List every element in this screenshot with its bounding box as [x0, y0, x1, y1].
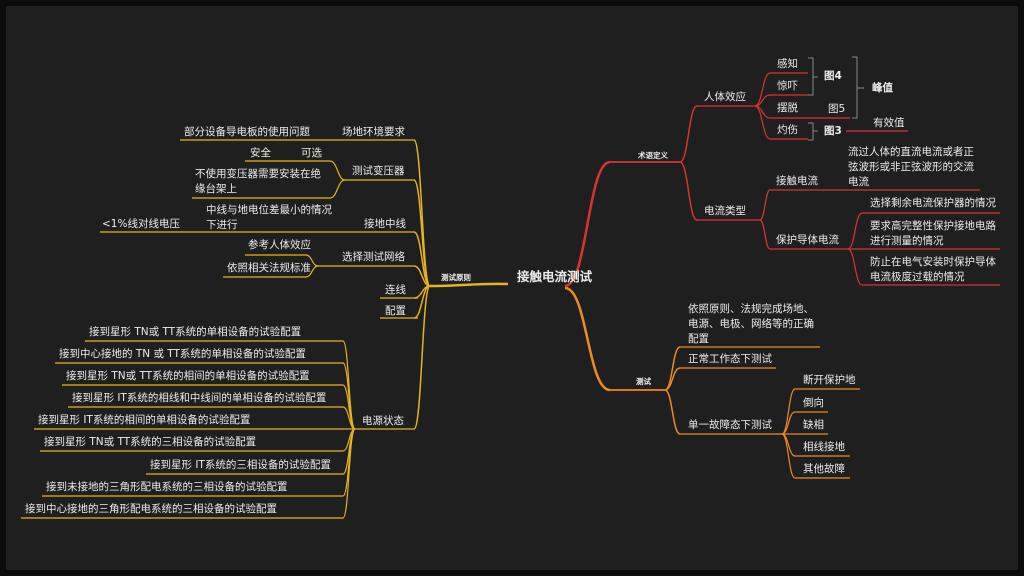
- connector: [413, 285, 431, 430]
- node-power-config[interactable]: 接到星形 IT系统的相线和中线间的单相设备的试验配置: [72, 392, 327, 404]
- node-wiring[interactable]: 连线: [385, 284, 406, 296]
- node-fault-reverse[interactable]: 倒向: [803, 397, 824, 409]
- connector: [664, 367, 681, 391]
- node-network[interactable]: 选择测试网络: [342, 251, 405, 263]
- node-power-config[interactable]: 接到星形 TN或 TT系统的三相设备的试验配置: [44, 436, 257, 448]
- node-normal-test[interactable]: 正常工作态下测试: [688, 353, 772, 365]
- label-fig3: 图3: [824, 125, 842, 137]
- connector: [413, 231, 431, 287]
- node-power-config[interactable]: 接到中心接地的三角形配电系统的三相设备的试验配置: [25, 503, 277, 515]
- node-network-standard[interactable]: 依照相关法规标准: [227, 262, 311, 274]
- topic-test[interactable]: 测试: [636, 377, 651, 386]
- node-power-config[interactable]: 接到星形 TN或 TT系统的相间的单相设备的试验配置: [66, 370, 310, 382]
- connector: [305, 265, 319, 278]
- connector: [759, 189, 771, 221]
- node-pe-overload[interactable]: 防止在电气安装时保护导体电流极度过载的情况: [870, 256, 996, 283]
- node-fault-phase-earth[interactable]: 相线接地: [803, 441, 845, 453]
- node-power-config[interactable]: 接到星形 TN或 TT系统的单相设备的试验配置: [89, 326, 302, 338]
- topic-principles[interactable]: 测试原则: [441, 273, 471, 282]
- node-safe[interactable]: 安全: [250, 147, 271, 159]
- node-power-config[interactable]: 接到星形 IT系统的三相设备的试验配置: [150, 459, 331, 471]
- node-config[interactable]: 依照原则、法规完成场地、电源、电极、网络等的正确配置: [688, 303, 814, 345]
- connector: [781, 433, 796, 479]
- touch-current-desc: 流过人体的直流电流或者正弦波形或非正弦波形的交流电流: [848, 146, 974, 188]
- connector: [429, 282, 509, 288]
- connector: [754, 105, 771, 140]
- label-optional: 可选: [301, 147, 322, 159]
- node-startle[interactable]: 惊吓: [777, 80, 798, 92]
- connector: [781, 388, 796, 435]
- connector: [679, 161, 698, 221]
- node-no-transformer[interactable]: 不使用变压器需要安装在绝缘台架上: [195, 168, 321, 195]
- connector: [413, 139, 431, 287]
- node-body-effect[interactable]: 人体效应: [704, 91, 746, 103]
- node-power-config[interactable]: 接到中心接地的 TN 或 TT系统的单相设备的试验配置: [59, 348, 306, 360]
- node-power[interactable]: 电源状态: [362, 415, 404, 427]
- node-setup[interactable]: 配置: [385, 305, 406, 317]
- node-burn[interactable]: 灼伤: [777, 124, 798, 136]
- node-network-body[interactable]: 参考人体效应: [248, 239, 311, 251]
- node-neutral[interactable]: 接地中线: [364, 218, 406, 230]
- connector: [413, 285, 431, 319]
- node-power-config[interactable]: 接到星形 IT系统的相间的单相设备的试验配置: [38, 414, 251, 426]
- bracket: [808, 122, 818, 141]
- node-fault-phase-loss[interactable]: 缺相: [803, 419, 824, 431]
- connector: [781, 411, 796, 435]
- node-current-type[interactable]: 电流类型: [704, 205, 746, 217]
- label-peak: 峰值: [872, 82, 893, 94]
- node-touch-current[interactable]: 接触电流: [776, 175, 818, 187]
- node-pe-current[interactable]: 保护导体电流: [776, 234, 839, 246]
- label-fig4: 图4: [824, 70, 842, 82]
- connector: [329, 179, 346, 199]
- node-perception[interactable]: 感知: [777, 58, 798, 70]
- bracket: [808, 57, 818, 96]
- connector: [847, 248, 863, 286]
- connector: [679, 105, 698, 163]
- bracket: [852, 56, 864, 119]
- node-power-config[interactable]: 接到未接地的三角形配电系统的三相设备的试验配置: [46, 481, 288, 493]
- node-fault-pe-open[interactable]: 断开保护地: [803, 374, 856, 386]
- connector: [564, 286, 611, 392]
- connector: [759, 219, 771, 250]
- connector: [342, 406, 356, 430]
- connector: [329, 160, 346, 181]
- node-transformer[interactable]: 测试变压器: [352, 165, 405, 177]
- node-site[interactable]: 场地环境要求: [342, 126, 405, 138]
- label-fig5: 图5: [828, 103, 846, 115]
- connector: [754, 72, 771, 107]
- label-rms: 有效值: [873, 117, 905, 129]
- connector: [847, 212, 863, 250]
- node-let-go[interactable]: 摆脱: [777, 102, 798, 114]
- connector: [664, 389, 681, 435]
- topic-definitions[interactable]: 术语定义: [638, 151, 668, 160]
- node-fault-other[interactable]: 其他故障: [803, 463, 845, 475]
- central-topic[interactable]: 接触电流测试: [517, 269, 593, 284]
- mindmap-canvas: [6, 6, 1018, 570]
- connector: [342, 428, 356, 519]
- connector: [413, 179, 431, 287]
- neutral-condition: 中线与地电位差最小的情况下进行: [206, 204, 332, 231]
- connector: [564, 160, 611, 288]
- node-neutral-limit[interactable]: <1%线对线电压: [102, 218, 180, 230]
- node-single-fault[interactable]: 单一故障态下测试: [688, 419, 772, 431]
- node-pe-rcd[interactable]: 选择剩余电流保护器的情况: [870, 197, 996, 209]
- node-pe-high-integrity[interactable]: 要求高完整性保护接地电路进行测量的情况: [870, 220, 996, 247]
- connector: [413, 265, 431, 287]
- node-site-item[interactable]: 部分设备导电板的使用问题: [184, 126, 310, 138]
